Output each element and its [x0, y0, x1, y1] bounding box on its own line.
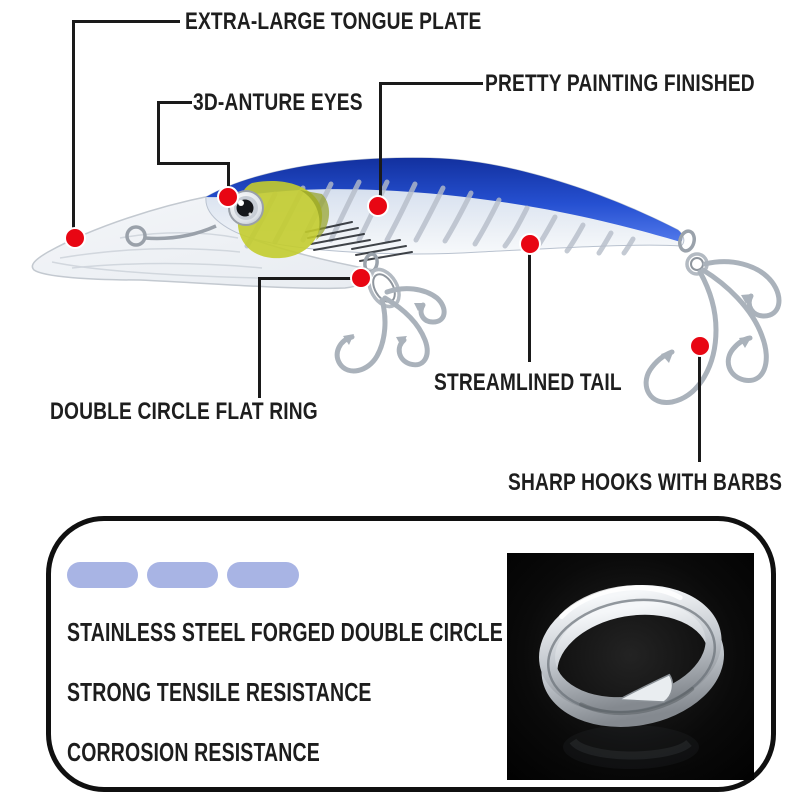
callout-dot-tail [519, 233, 541, 255]
callout-line [379, 82, 382, 202]
callout-label-tongue-plate: EXTRA-LARGE TONGUE PLATE [185, 8, 482, 35]
callout-dot-hooks [689, 335, 711, 357]
feature-text-forged: STAINLESS STEEL FORGED DOUBLE CIRCLE [67, 617, 503, 647]
callout-line [72, 20, 180, 23]
tail-split-ring-inner [690, 257, 704, 271]
callout-line [72, 20, 75, 232]
callout-line [227, 162, 230, 190]
callout-line [157, 162, 230, 165]
blue-back [206, 157, 683, 242]
feature-text-tensile: STRONG TENSILE RESISTANCE [67, 677, 372, 707]
tail-hardware [678, 229, 709, 276]
callout-line [258, 277, 261, 398]
ring-reflection [563, 725, 699, 769]
line-tie-loop [125, 224, 217, 247]
callout-label-painting: PRETTY PAINTING FINISHED [485, 70, 755, 97]
callout-label-flat-ring: DOUBLE CIRCLE FLAT RING [50, 398, 318, 425]
ring-open-end [616, 673, 674, 703]
callout-line [528, 250, 531, 362]
hook-barbs [661, 294, 753, 363]
yellow-patch-shade [300, 190, 330, 240]
callout-dot-tongue-plate [64, 227, 86, 249]
feature-text-corrosion: CORROSION RESISTANCE [67, 737, 320, 767]
callout-line [157, 101, 192, 104]
callout-label-tail: STREAMLINED TAIL [434, 369, 622, 396]
callout-line [157, 101, 160, 165]
callout-line [698, 354, 701, 462]
split-ring [539, 584, 725, 727]
split-ring-photo [507, 553, 754, 780]
tail-wire-loop [678, 229, 696, 253]
belly-treble-hook [334, 286, 447, 374]
callout-dot-eyes [217, 186, 239, 208]
callout-line [259, 277, 354, 280]
split-ring-illustration [507, 553, 754, 780]
pill-decoration [147, 562, 218, 588]
lure-illustration [31, 157, 782, 405]
pill-decoration [227, 562, 299, 588]
hook-barbs [343, 303, 424, 346]
callout-label-hooks: SHARP HOOKS WITH BARBS [508, 469, 783, 496]
tail-treble-hook [643, 259, 782, 405]
pill-decoration [67, 562, 138, 588]
callout-label-eyes: 3D-ANTURE EYES [193, 89, 363, 116]
callout-dot-flat-ring [350, 267, 372, 289]
lure-body [205, 157, 685, 262]
callout-dot-painting [367, 195, 389, 217]
callout-line [379, 82, 483, 85]
